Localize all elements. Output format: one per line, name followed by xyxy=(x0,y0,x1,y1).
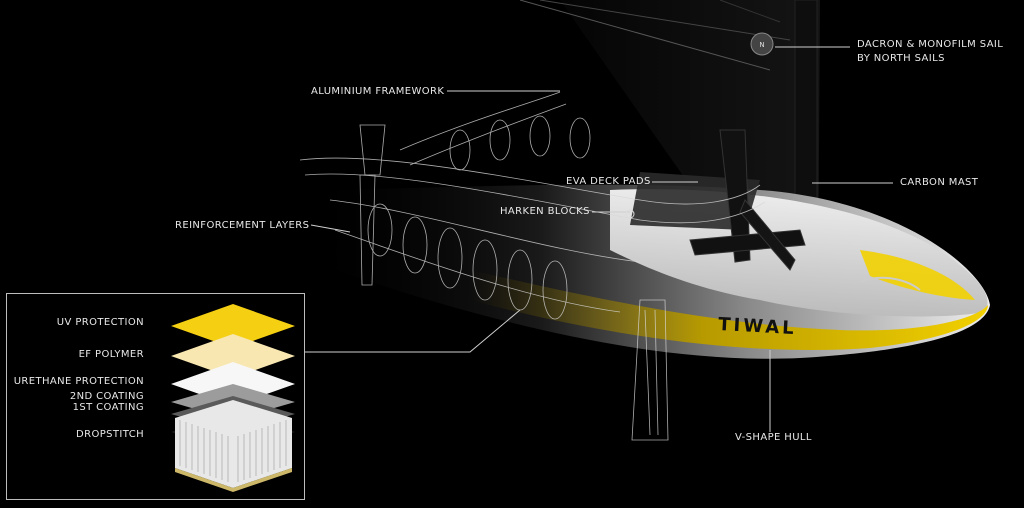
uv-layer-label: UV PROTECTION xyxy=(57,316,144,329)
coating1-layer-label: 1ST COATING xyxy=(73,401,144,414)
deck-pads-label: EVA DECK PADS xyxy=(566,175,651,188)
urethane-layer-label: URETHANE PROTECTION xyxy=(14,375,144,388)
ef-layer-label: EF POLYMER xyxy=(79,348,144,361)
sail-label-line1: DACRON & MONOFILM SAIL xyxy=(857,38,1003,51)
harken-blocks-label: HARKEN BLOCKS xyxy=(500,205,590,218)
material-layers-box xyxy=(6,293,305,500)
framework-label: ALUMINIUM FRAMEWORK xyxy=(311,85,444,98)
sail-label-line2: BY NORTH SAILS xyxy=(857,52,945,65)
hull-label: V-SHAPE HULL xyxy=(735,431,812,444)
reinforcement-label: REINFORCEMENT LAYERS xyxy=(175,219,309,232)
dropstitch-layer-label: DROPSTITCH xyxy=(76,428,144,441)
brand-text: TIWAL xyxy=(718,314,797,339)
carbon-mast-label: CARBON MAST xyxy=(900,176,978,189)
svg-text:N: N xyxy=(759,41,764,49)
